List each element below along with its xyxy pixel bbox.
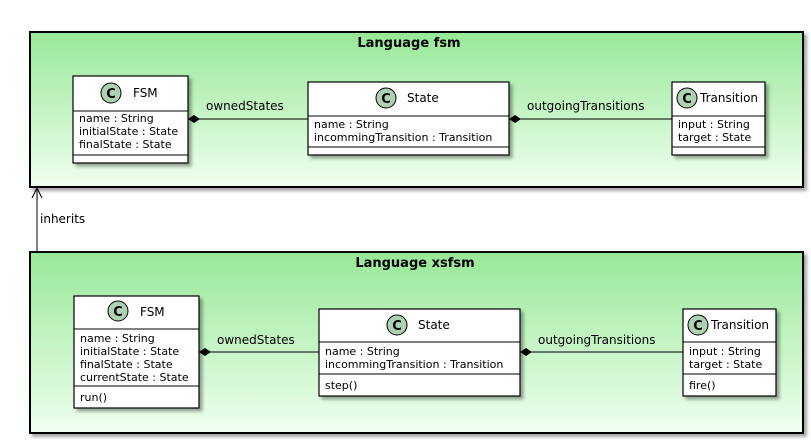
class-fsm-state: C State name : String incommingTransitio… — [307, 81, 510, 156]
class-xsfsm-transition: C Transition input : String target : Sta… — [682, 308, 777, 397]
composition-diamond-icon — [188, 115, 200, 123]
class-icon — [386, 314, 408, 336]
class-attribute: input : String — [689, 345, 761, 358]
class-method: run() — [80, 391, 107, 404]
relation-label: ownedStates — [206, 99, 284, 113]
class-attribute: name : String — [325, 345, 400, 358]
class-attribute: input : String — [678, 118, 750, 131]
class-attribute: target : State — [689, 358, 762, 371]
class-icon — [687, 314, 709, 336]
class-xsfsm-state: C State name : String incommingTransitio… — [318, 308, 521, 397]
class-name: State — [407, 91, 439, 105]
class-attribute: incommingTransition : Transition — [325, 358, 503, 371]
class-method: step() — [325, 379, 357, 392]
class-attribute: name : String — [314, 118, 389, 131]
composition-diamond-icon — [520, 348, 532, 356]
class-attribute: finalState : State — [79, 138, 172, 151]
inherits-arrow: inherits — [31, 186, 85, 252]
svg-text:C: C — [106, 87, 116, 102]
relation-xsfsm-outgoing-transitions: outgoingTransitions — [520, 333, 683, 356]
svg-text:C: C — [682, 92, 692, 107]
class-attribute: finalState : State — [80, 358, 173, 371]
relation-xsfsm-owned-states: ownedStates — [199, 333, 319, 356]
class-attribute: initialState : State — [79, 125, 178, 138]
svg-text:C: C — [392, 319, 402, 334]
class-fsm-transition: C Transition input : String target : Sta… — [671, 81, 766, 156]
relation-label: outgoingTransitions — [538, 333, 655, 347]
relation-label: ownedStates — [217, 333, 295, 347]
class-fsm-fsm: C FSM name : String initialState : State… — [72, 75, 189, 164]
class-attribute: name : String — [79, 112, 154, 125]
class-name: FSM — [133, 86, 158, 100]
class-attribute: initialState : State — [80, 345, 179, 358]
class-attribute: name : String — [80, 332, 155, 345]
relation-fsm-outgoing-transitions: outgoingTransitions — [509, 99, 672, 123]
relation-label: outgoingTransitions — [527, 99, 644, 113]
class-xsfsm-fsm: C FSM name : String initialState : State… — [73, 295, 200, 409]
class-method: fire() — [689, 379, 716, 392]
class-attribute: incommingTransition : Transition — [314, 131, 492, 144]
arrow-head-icon — [31, 186, 43, 199]
class-name: Transition — [710, 318, 769, 332]
class-name: State — [418, 318, 450, 332]
composition-diamond-icon — [509, 115, 521, 123]
svg-text:C: C — [113, 305, 123, 320]
class-name: Transition — [699, 91, 758, 105]
package-xsfsm-title: Language xsfsm — [355, 256, 474, 271]
composition-diamond-icon — [199, 348, 211, 356]
svg-text:C: C — [693, 319, 703, 334]
class-icon — [107, 300, 129, 322]
class-icon — [676, 87, 698, 109]
class-name: FSM — [140, 305, 165, 319]
svg-text:C: C — [381, 92, 391, 107]
relation-fsm-owned-states: ownedStates — [188, 99, 308, 123]
inherits-label: inherits — [40, 212, 85, 226]
class-icon — [375, 87, 397, 109]
class-attribute: target : State — [678, 131, 751, 144]
package-fsm-title: Language fsm — [357, 36, 460, 51]
class-icon — [100, 82, 122, 104]
class-attribute: currentState : State — [80, 371, 189, 384]
